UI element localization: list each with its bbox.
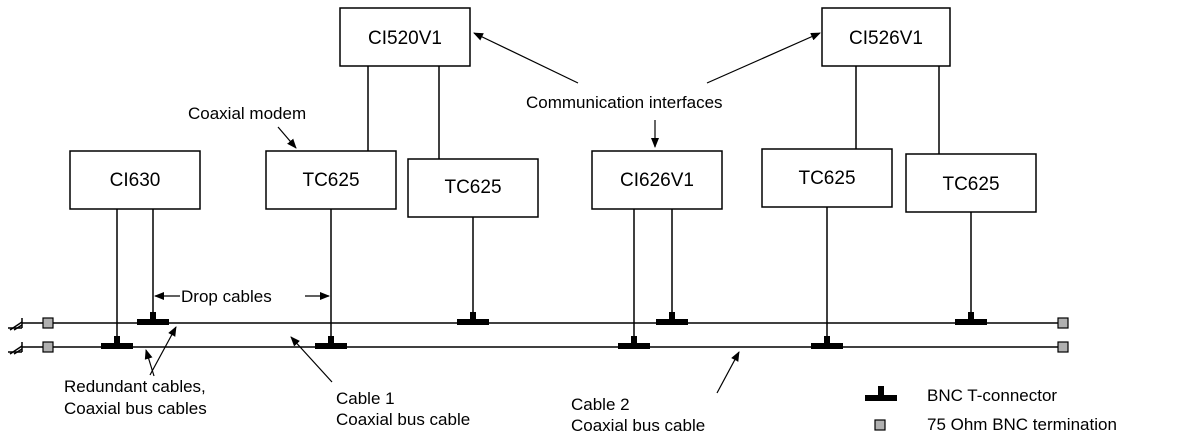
module-tc625-4: TC625 bbox=[905, 153, 1037, 213]
legend-t-connector-label: BNC T-connector bbox=[927, 386, 1057, 405]
cable1-label-2: Coaxial bus cable bbox=[336, 410, 470, 429]
module-label: CI526V1 bbox=[849, 28, 923, 49]
module-tc625-1: TC625 bbox=[265, 150, 397, 210]
drop-cables-label: Drop cables bbox=[181, 287, 272, 306]
module-label: TC625 bbox=[302, 170, 359, 191]
t-connector-icon bbox=[315, 336, 347, 349]
communication-interfaces-label: Communication interfaces bbox=[526, 93, 723, 112]
module-ci626v1: CI626V1 bbox=[591, 150, 723, 210]
interfaces-arrow-right bbox=[706, 32, 821, 84]
module-ci520v1: CI520V1 bbox=[339, 7, 471, 67]
interfaces-arrow-left bbox=[473, 32, 579, 84]
module-label: TC625 bbox=[942, 174, 999, 195]
cable2-arrow bbox=[716, 351, 740, 394]
redundant-cables-label: Redundant cables, bbox=[64, 377, 206, 396]
legend: BNC T-connector 75 Ohm BNC termination bbox=[865, 386, 1117, 434]
legend-termination-label: 75 Ohm BNC termination bbox=[927, 415, 1117, 434]
t-connector-icon bbox=[811, 336, 843, 349]
t-connector-icon bbox=[656, 312, 688, 325]
module-tc625-2: TC625 bbox=[407, 158, 539, 218]
module-tc625-3: TC625 bbox=[761, 148, 893, 208]
t-connector-icon bbox=[101, 336, 133, 349]
coaxial-modem-label: Coaxial modem bbox=[188, 104, 306, 123]
legend-termination-icon bbox=[874, 419, 886, 431]
cable2-label: Cable 2 bbox=[571, 395, 630, 414]
module-ci526v1: CI526V1 bbox=[821, 7, 951, 67]
module-ci630: CI630 bbox=[69, 150, 201, 210]
t-connector-icon bbox=[955, 312, 987, 325]
ground-icon bbox=[8, 342, 46, 355]
redundant-arrow-2 bbox=[144, 349, 155, 377]
termination-icon bbox=[42, 317, 54, 329]
cable1-label: Cable 1 bbox=[336, 389, 395, 408]
module-label: CI626V1 bbox=[620, 170, 694, 191]
cable1-arrow bbox=[290, 336, 333, 383]
t-connector-icon bbox=[137, 312, 169, 325]
module-label: TC625 bbox=[798, 168, 855, 189]
legend-t-connector-icon bbox=[865, 386, 897, 401]
module-label: CI630 bbox=[110, 170, 161, 191]
t-connector-icon bbox=[618, 336, 650, 349]
ground-icon bbox=[8, 318, 46, 331]
module-label: TC625 bbox=[444, 177, 501, 198]
module-label: CI520V1 bbox=[368, 28, 442, 49]
termination-icon bbox=[1057, 341, 1069, 353]
termination-icon bbox=[42, 341, 54, 353]
cable2-label-2: Coaxial bus cable bbox=[571, 416, 705, 435]
redundant-arrow-1 bbox=[149, 326, 177, 376]
t-connector-icon bbox=[457, 312, 489, 325]
redundant-cables-label-2: Coaxial bus cables bbox=[64, 399, 207, 418]
coaxial-modem-arrow bbox=[277, 126, 297, 149]
termination-icon bbox=[1057, 317, 1069, 329]
